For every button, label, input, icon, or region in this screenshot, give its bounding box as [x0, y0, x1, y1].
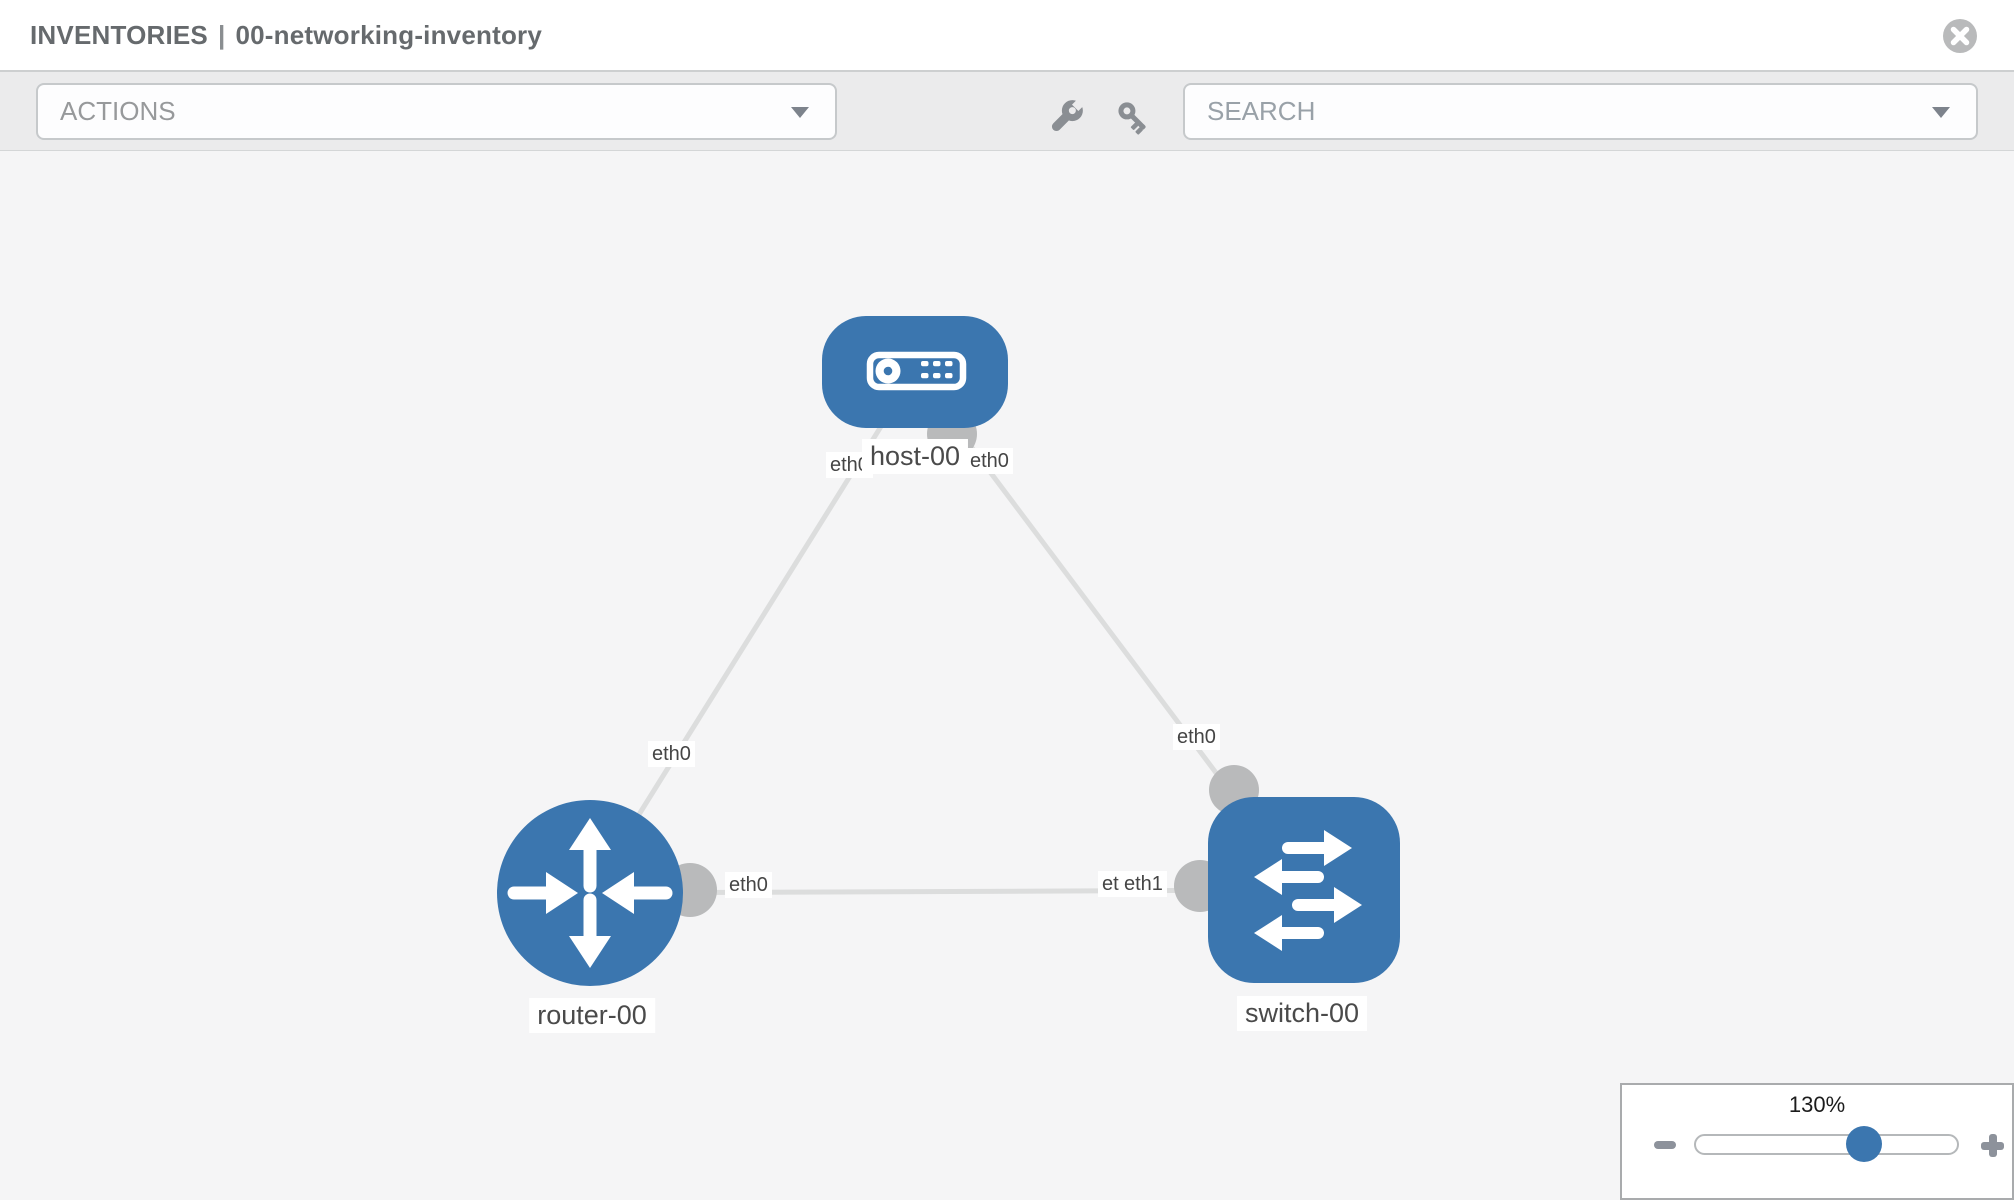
close-button[interactable]: [1941, 17, 1979, 55]
node-label-router-00: router-00: [529, 998, 655, 1033]
zoom-control-panel: 130%: [1620, 1083, 2014, 1200]
switch-icon: [1254, 830, 1362, 951]
inventory-name: 00-networking-inventory: [235, 20, 543, 50]
header: INVENTORIES | 00-networking-inventory: [0, 0, 2014, 72]
toolbar: ACTIONS: [0, 72, 2014, 151]
host-node-shape[interactable]: [822, 316, 1008, 428]
router-node-shape[interactable]: [497, 800, 683, 986]
zoom-level-label: 130%: [1788, 1092, 1846, 1117]
zoom-slider-track[interactable]: [1694, 1134, 1959, 1155]
interface-label: eth1: [1120, 871, 1167, 897]
page-title: INVENTORIES | 00-networking-inventory: [30, 0, 542, 70]
title-separator: |: [217, 20, 226, 50]
plus-icon[interactable]: [1981, 1134, 2004, 1157]
host-icon: [866, 351, 967, 391]
zoom-slider-handle[interactable]: [1846, 1126, 1882, 1162]
chevron-down-icon[interactable]: [1932, 107, 1950, 118]
key-button[interactable]: [1112, 96, 1156, 145]
node-label-host-00: host-00: [861, 439, 969, 474]
node-switch-00[interactable]: [1208, 797, 1400, 983]
interface-label: eth0: [966, 448, 1013, 474]
minus-icon[interactable]: [1654, 1141, 1676, 1149]
router-icon: [507, 818, 673, 968]
switch-node-shape[interactable]: [1208, 797, 1400, 983]
interface-connectors: [663, 409, 1259, 917]
topology-svg: [497, 316, 1400, 986]
interface-label: eth0: [725, 872, 772, 898]
search-dropdown: [1183, 83, 1978, 140]
interface-label: eth0: [1173, 724, 1220, 750]
actions-dropdown[interactable]: ACTIONS: [36, 83, 837, 140]
node-label-switch-00: switch-00: [1236, 996, 1368, 1031]
wrench-icon: [1051, 97, 1086, 132]
close-icon: [1943, 19, 1977, 53]
chevron-down-icon: [791, 107, 809, 118]
wrench-button[interactable]: [1042, 93, 1090, 146]
search-input[interactable]: [1185, 85, 1976, 138]
actions-dropdown-label: ACTIONS: [60, 96, 176, 126]
key-icon: [1118, 102, 1146, 135]
interface-label: eth0: [648, 741, 695, 767]
node-host-00[interactable]: [822, 316, 1008, 428]
breadcrumb-section: INVENTORIES: [30, 20, 208, 50]
node-router-00[interactable]: [497, 800, 683, 986]
topology-canvas[interactable]: eth0 eth0 eth0 eth0 eth0 eth0 eth1 host-…: [0, 151, 2014, 1200]
